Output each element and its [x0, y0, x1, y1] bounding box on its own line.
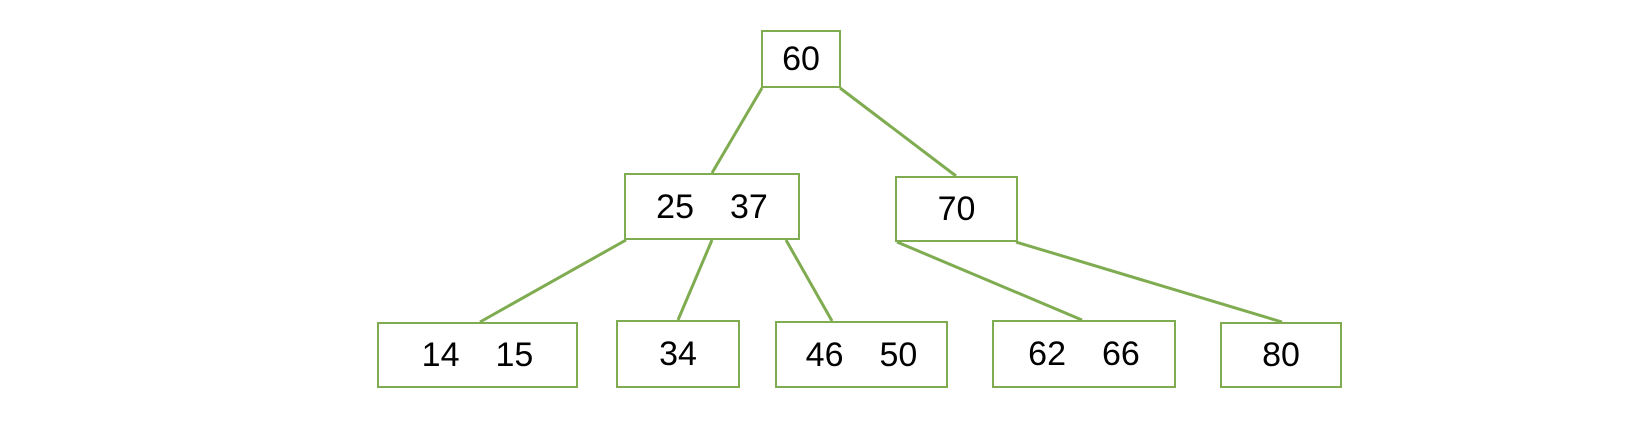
- edge-group: [479, 86, 1283, 324]
- node-key: 60: [782, 40, 820, 78]
- node-key: 80: [1262, 336, 1300, 374]
- tree-node-internal-left[interactable]: 25 37: [624, 173, 800, 240]
- node-key: 14: [421, 336, 460, 374]
- node-key: 15: [495, 336, 534, 374]
- node-key: 50: [879, 335, 918, 374]
- node-key: 37: [730, 187, 768, 226]
- tree-node-root[interactable]: 60: [761, 30, 841, 88]
- edge-root-right: [839, 86, 957, 178]
- edge-root-left: [710, 87, 764, 174]
- edge-right-leaf5: [1015, 240, 1283, 324]
- edge-left-leaf1: [479, 238, 627, 324]
- edge-left-leaf3: [784, 239, 834, 322]
- edge-right-leaf4: [896, 240, 1083, 322]
- tree-node-leaf-2[interactable]: 34: [616, 320, 740, 388]
- node-key: 70: [937, 190, 976, 228]
- edge-left-leaf2: [676, 239, 714, 321]
- node-key: 46: [805, 335, 844, 374]
- tree-node-leaf-1[interactable]: 14 15: [377, 322, 578, 388]
- tree-node-leaf-3[interactable]: 46 50: [775, 321, 948, 388]
- node-key: 25: [656, 187, 694, 226]
- node-key: 34: [659, 335, 697, 373]
- tree-node-internal-right[interactable]: 70: [895, 176, 1018, 242]
- node-key: 66: [1102, 335, 1140, 373]
- node-key: 62: [1028, 335, 1066, 373]
- tree-node-leaf-5[interactable]: 80: [1220, 322, 1342, 388]
- tree-node-leaf-4[interactable]: 62 66: [992, 320, 1176, 388]
